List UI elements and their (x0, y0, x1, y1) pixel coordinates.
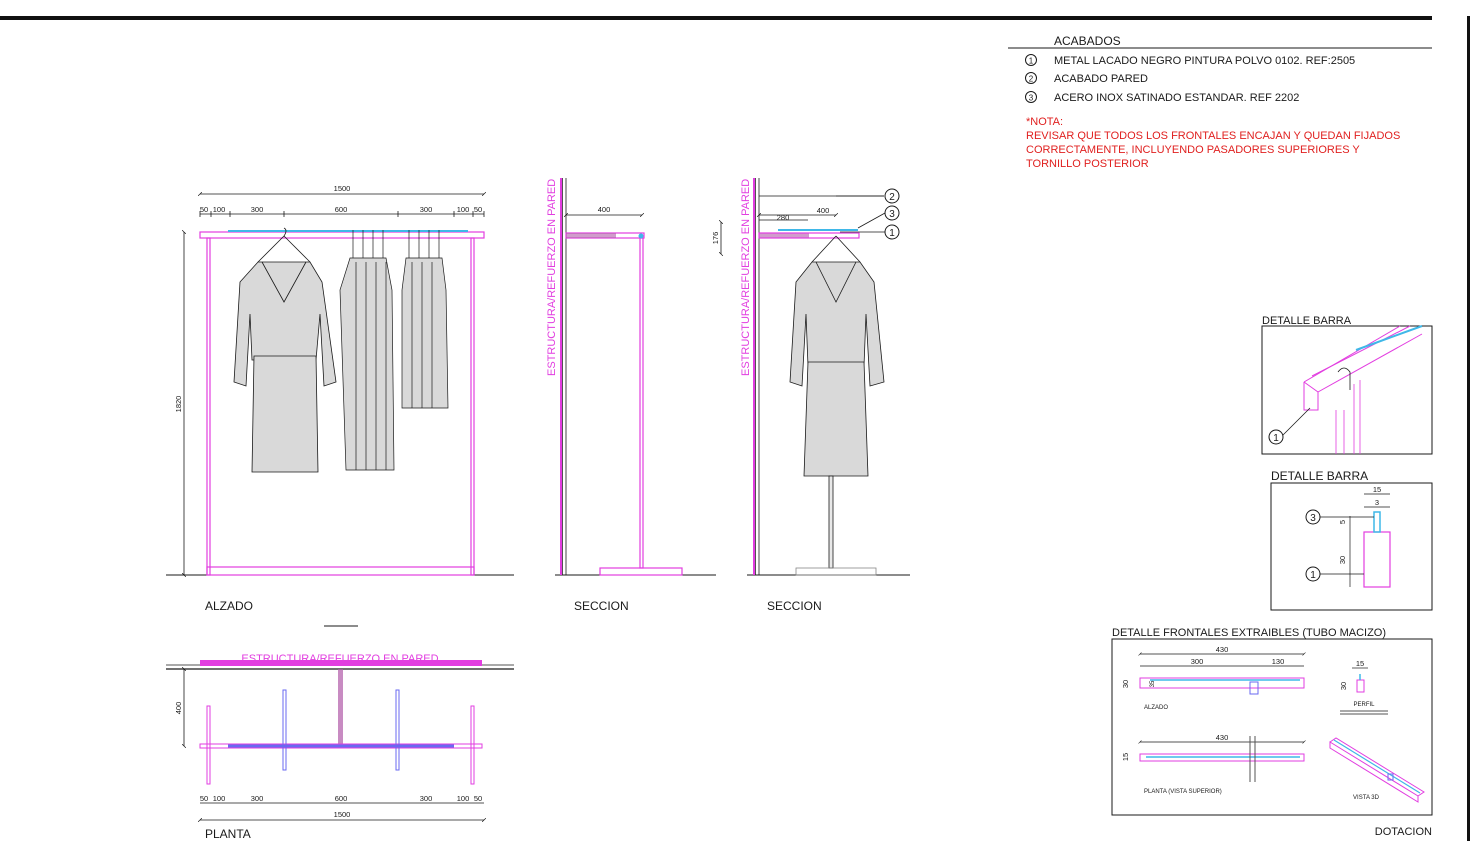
svg-text:100: 100 (457, 794, 470, 803)
svg-text:1: 1 (1029, 57, 1034, 66)
finishes-title: ACABADOS (1054, 34, 1121, 48)
svg-text:1820: 1820 (174, 396, 183, 413)
elevation-view: 1500 50 100 300 600 300 100 50 1820 (166, 184, 514, 627)
svg-text:3: 3 (1310, 513, 1316, 524)
finish-item-2: 2 ACABADO PARED (1025, 72, 1148, 85)
garment-dresses-group-2 (401, 230, 449, 409)
svg-text:430: 430 (1216, 733, 1229, 742)
plan-label: PLANTA (205, 827, 251, 841)
svg-text:300: 300 (420, 794, 433, 803)
svg-text:15: 15 (1373, 485, 1381, 494)
svg-text:1: 1 (1310, 570, 1316, 581)
elevation-label: ALZADO (205, 599, 253, 613)
svg-text:1500: 1500 (334, 184, 351, 193)
svg-text:30: 30 (1121, 680, 1130, 688)
sheet-frame (0, 16, 1470, 841)
svg-text:DETALLE BARRA: DETALLE BARRA (1271, 469, 1368, 483)
svg-text:2: 2 (1029, 75, 1034, 84)
section-view-1: ESTRUCTURA/REFUERZO EN PARED 400 SECCION (546, 178, 716, 613)
svg-text:15: 15 (1121, 753, 1130, 761)
svg-text:ACERO INOX SATINADO ESTANDAR.: ACERO INOX SATINADO ESTANDAR. REF 2202 (1054, 92, 1299, 104)
wall-structure-label-plan: ESTRUCTURA/REFUERZO EN PARED (241, 653, 438, 665)
footer-label: DOTACION (1375, 826, 1432, 838)
dim-total-width: 1500 (200, 184, 484, 194)
svg-text:ACABADO PARED: ACABADO PARED (1054, 73, 1148, 85)
svg-text:300: 300 (251, 794, 264, 803)
finish-item-3: 3 ACERO INOX SATINADO ESTANDAR. REF 2202 (1025, 91, 1299, 104)
svg-text:1: 1 (889, 228, 895, 239)
svg-text:REVISAR QUE TODOS LOS FRONTALE: REVISAR QUE TODOS LOS FRONTALES ENCAJAN … (1026, 130, 1400, 142)
plan-view: ESTRUCTURA/REFUERZO EN PARED 400 50 100 … (166, 653, 514, 841)
section-label-2: SECCION (767, 599, 822, 613)
svg-text:DETALLE FRONTALES EXTRAIBLES (: DETALLE FRONTALES EXTRAIBLES (TUBO MACIZ… (1112, 627, 1386, 639)
svg-text:300: 300 (1191, 657, 1204, 666)
svg-text:DETALLE BARRA: DETALLE BARRA (1262, 315, 1352, 327)
bar-detail-section: DETALLE BARRA 15 3 5 30 3 1 (1270, 469, 1433, 611)
section-label-1: SECCION (574, 599, 629, 613)
garment-sweater-skirt (233, 227, 337, 473)
svg-text:PERFIL: PERFIL (1353, 702, 1375, 708)
svg-text:280: 280 (777, 213, 790, 222)
wall-structure-label-section-2: ESTRUCTURA/REFUERZO EN PARED (740, 179, 752, 376)
rack-frame-elevation (199, 231, 485, 576)
bar-detail-iso: DETALLE BARRA 1 (1261, 315, 1433, 455)
svg-text:400: 400 (174, 702, 183, 715)
svg-text:50: 50 (200, 205, 208, 214)
finish-item-1: 1 METAL LACADO NEGRO PINTURA POLVO 0102.… (1025, 54, 1355, 67)
svg-text:30: 30 (1339, 682, 1348, 690)
svg-text:100: 100 (213, 205, 226, 214)
svg-text:TORNILLO POSTERIOR: TORNILLO POSTERIOR (1026, 158, 1149, 170)
svg-text:CORRECTAMENTE, INCLUYENDO PASA: CORRECTAMENTE, INCLUYENDO PASADORES SUPE… (1026, 144, 1360, 156)
svg-text:2: 2 (889, 192, 895, 203)
svg-text:3: 3 (1375, 498, 1379, 507)
svg-text:600: 600 (335, 205, 348, 214)
callout-3: 3 (857, 205, 900, 229)
svg-text:3: 3 (1029, 94, 1034, 103)
garment-side-view (789, 235, 885, 576)
svg-text:50: 50 (474, 205, 482, 214)
svg-text:130: 130 (1272, 657, 1285, 666)
wall-structure-label-section-1: ESTRUCTURA/REFUERZO EN PARED (546, 179, 558, 376)
svg-text:430: 430 (1216, 645, 1229, 654)
removable-fronts-detail: DETALLE FRONTALES EXTRAIBLES (TUBO MACIZ… (1111, 627, 1433, 816)
svg-text:5: 5 (1338, 520, 1347, 524)
svg-text:400: 400 (817, 206, 830, 215)
svg-text:300: 300 (251, 205, 264, 214)
dim-segments-elevation: 50 100 300 600 300 100 50 (199, 205, 485, 217)
dim-segments-plan: 50 100 300 600 300 100 50 1500 (200, 794, 484, 820)
svg-text:METAL LACADO NEGRO PINTURA POL: METAL LACADO NEGRO PINTURA POLVO 0102. R… (1054, 55, 1355, 67)
assembly-note: *NOTA: REVISAR QUE TODOS LOS FRONTALES E… (1026, 116, 1400, 170)
svg-text:1: 1 (1273, 433, 1279, 444)
svg-text:50: 50 (474, 794, 482, 803)
svg-text:600: 600 (335, 794, 348, 803)
callout-1: 1 (840, 224, 900, 240)
svg-text:100: 100 (457, 205, 470, 214)
svg-text:15: 15 (1356, 659, 1364, 668)
svg-text:400: 400 (598, 205, 611, 214)
svg-text:VISTA 3D: VISTA 3D (1353, 795, 1380, 801)
svg-text:30: 30 (1338, 556, 1347, 564)
garment-dresses-group-1 (339, 230, 395, 471)
svg-text:176: 176 (711, 232, 720, 245)
dim-height: 1820 (174, 232, 184, 575)
svg-text:50: 50 (200, 794, 208, 803)
svg-text:3: 3 (889, 209, 895, 220)
svg-text:PLANTA (VISTA SUPERIOR): PLANTA (VISTA SUPERIOR) (1144, 789, 1222, 795)
svg-text:100: 100 (213, 794, 226, 803)
section-view-2: ESTRUCTURA/REFUERZO EN PARED 400 280 176… (711, 178, 910, 613)
svg-text:ALZADO: ALZADO (1144, 705, 1168, 711)
svg-text:1500: 1500 (334, 810, 351, 819)
svg-text:35: 35 (1150, 680, 1156, 687)
callout-2: 2 (836, 188, 900, 204)
svg-text:300: 300 (420, 205, 433, 214)
svg-text:*NOTA:: *NOTA: (1026, 116, 1063, 128)
finishes-legend: ACABADOS 1 METAL LACADO NEGRO PINTURA PO… (1008, 34, 1432, 170)
